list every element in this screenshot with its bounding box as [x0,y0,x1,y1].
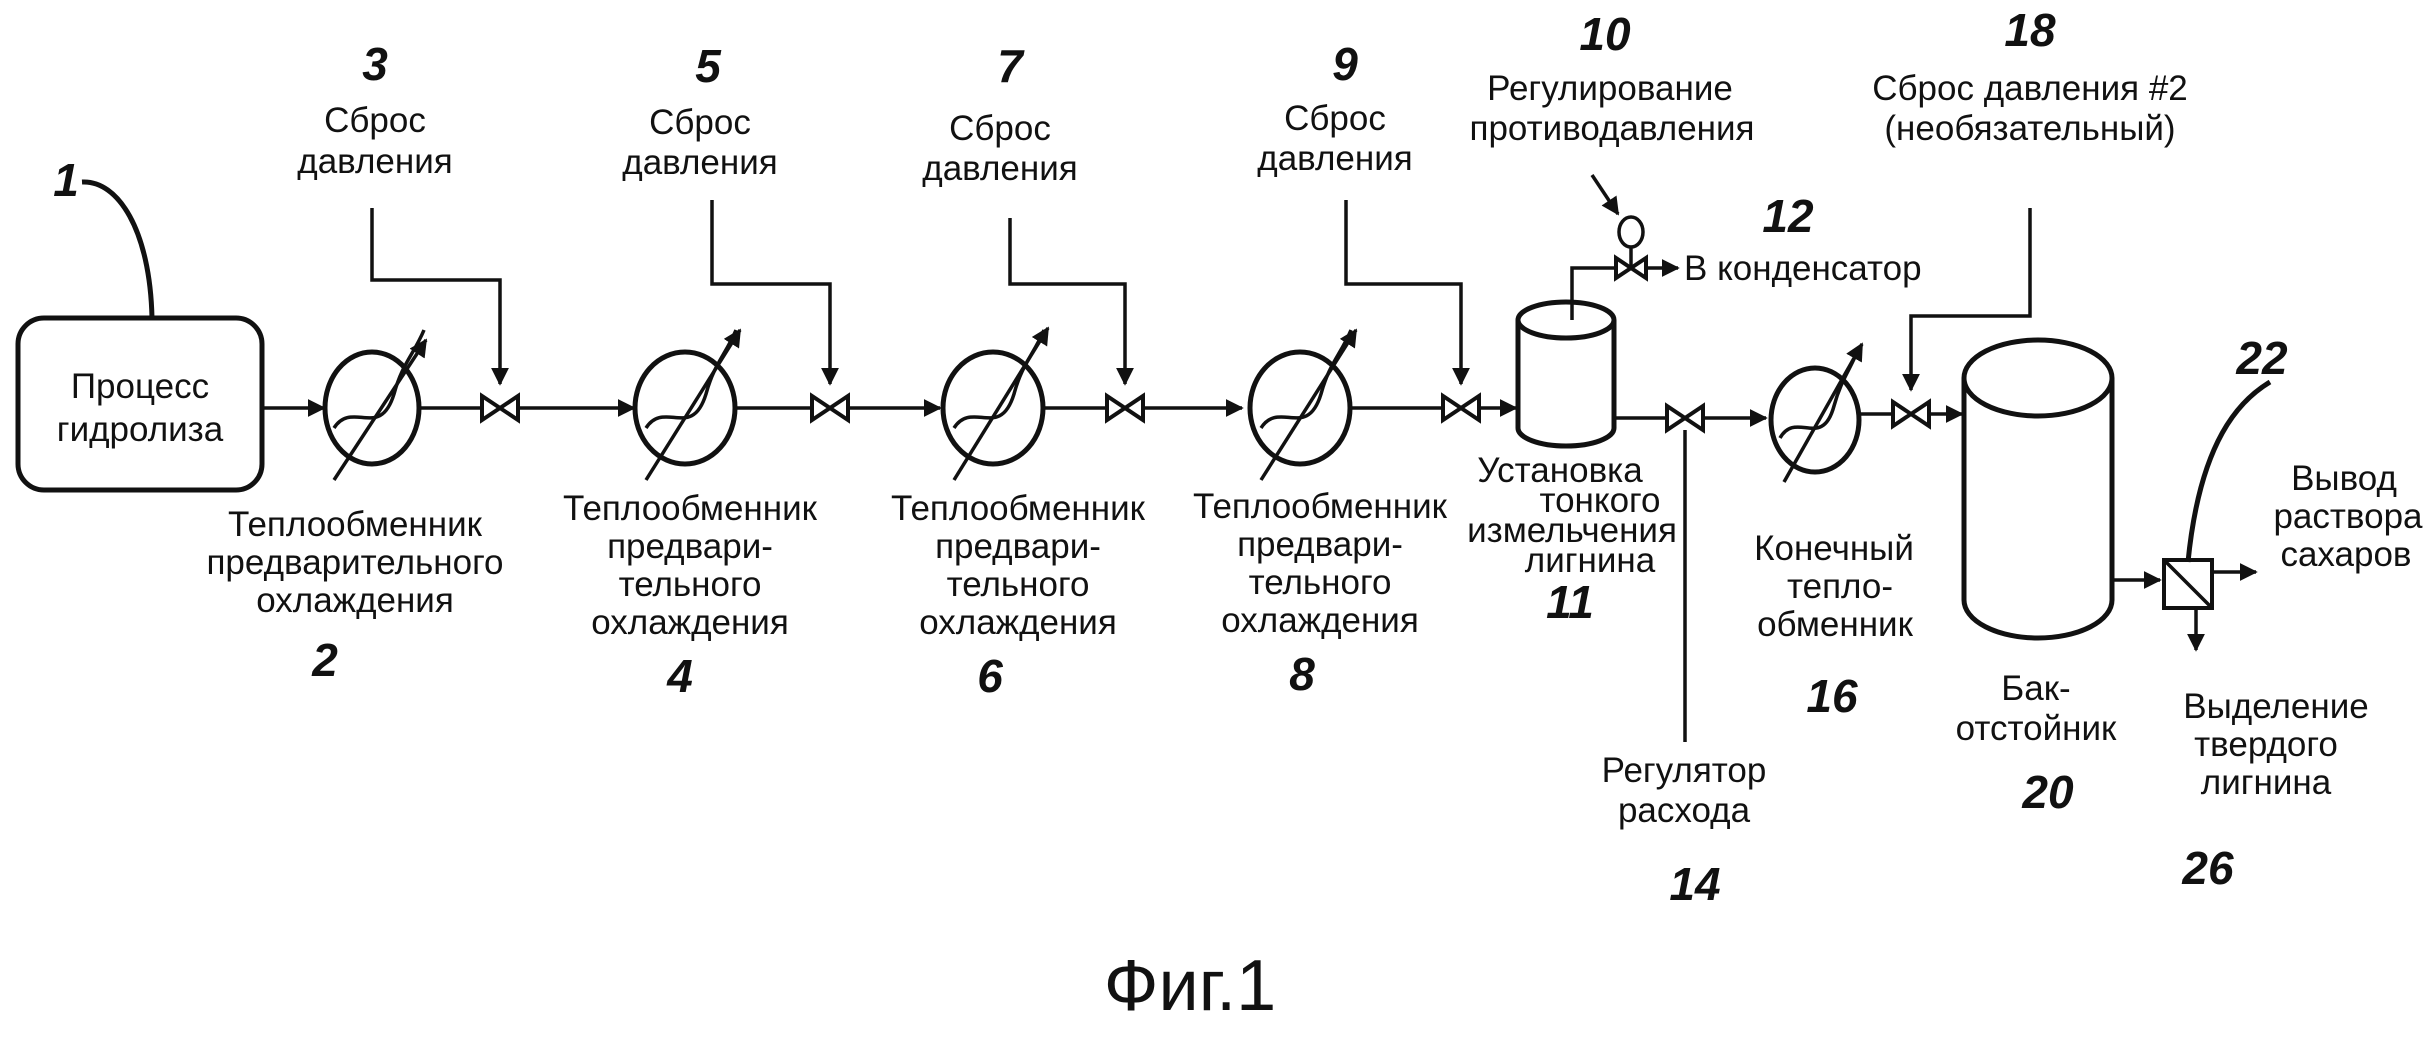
number-16: 16 [1806,670,1858,722]
number-7: 7 [997,40,1025,92]
hx6-label-line-4: охлаждения [919,603,1117,642]
number-2: 2 [311,634,338,686]
relief9-label-line-2: давления [1257,139,1412,178]
flow14-label-line-1: Регулятор [1602,751,1767,790]
number-22: 22 [2235,332,2288,384]
hx4-label-line-2: предвари- [607,527,773,566]
hx2-label-line-1: Теплообменник [228,505,483,544]
relief-line-7 [1008,218,1134,386]
flow14-label-line-2: расхода [1618,791,1751,830]
hx6-label-line-2: предвари- [935,527,1101,566]
number-11: 11 [1546,576,1594,628]
mill11-label-line-2: тонкого [1539,481,1660,520]
hx2-label-line-2: предварительного [206,543,503,582]
hydrolysis-process-box: Процесс гидролиза [15,315,265,493]
relief3-label-line-1: Сброс [324,101,426,140]
relief5-label-line-1: Сброс [649,103,751,142]
relief-valve-5 [810,392,850,424]
hydrolysis-label-line-1: Процесс [71,367,209,406]
condenser12-label: В конденсатор [1684,249,1922,288]
solid26-label-line-1: Выделение [2183,687,2368,726]
relief-line-18 [1902,208,2032,392]
lignin-fine-grinding-unit [1515,299,1617,449]
hx4-label-line-4: охлаждения [591,603,789,642]
hx16-label-line-2: тепло- [1787,567,1893,606]
figure-caption: Фиг.1 [1104,946,1276,1026]
number-12: 12 [1762,190,1814,242]
separation-filter [2162,558,2214,610]
relief3-label-line-2: давления [297,142,452,181]
relief-valve-3 [480,392,520,424]
leader-line-10 [1590,174,1620,216]
hx6-label-line-1: Теплообменник [891,489,1146,528]
backpressure10-label-line-2: противодавления [1470,109,1755,148]
number-3: 3 [362,38,388,90]
number-10: 10 [1579,8,1631,60]
leader-line-1 [81,179,155,319]
solid26-label-line-2: твердого [2194,725,2338,764]
number-6: 6 [977,650,1003,702]
relief5-label-line-2: давления [622,143,777,182]
hx6-label-line-3: тельного [947,565,1090,604]
number-4: 4 [666,650,693,702]
mill11-label-line-4: лигнина [1525,541,1656,580]
number-5: 5 [695,40,722,92]
solid26-label-line-3: лигнина [2201,763,2332,802]
vent-line-to-condenser [1570,266,1614,320]
tank20-label-line-2: отстойник [1956,709,2117,748]
hx2-label-line-3: охлаждения [256,581,454,620]
relief-line-5 [710,200,839,386]
number-26: 26 [2181,842,2234,894]
sugar22-label-line-3: сахаров [2280,535,2411,574]
number-14: 14 [1669,858,1720,910]
sugar22-label-line-1: Вывод [2291,459,2397,498]
back-pressure-valve [1614,215,1648,282]
relief7-label-line-1: Сброс [949,109,1051,148]
hx8-label-line-4: охлаждения [1221,601,1419,640]
pre-cooling-heat-exchanger-2 [322,329,428,481]
flow-regulator-valve [1665,402,1705,434]
number-8: 8 [1289,648,1315,700]
hx8-label-line-3: тельного [1249,563,1392,602]
final-heat-exchanger [1768,342,1864,483]
tank20-label-line-1: Бак- [2001,669,2070,708]
relief-valve-9 [1441,392,1481,424]
leader-line-22 [2185,379,2272,563]
relief18-label-line-2: (необязательный) [1884,109,2175,148]
relief-valve-7 [1105,392,1145,424]
hx4-label-line-1: Теплообменник [563,489,818,528]
hx16-label-line-1: Конечный [1754,529,1914,568]
pre-cooling-heat-exchanger-6 [940,326,1050,481]
mill11-label-line-1: Установка [1477,451,1643,490]
mill11-label-line-3: измельчения [1467,511,1677,550]
hx16-label-line-3: обменник [1757,605,1913,644]
backpressure10-label-line-1: Регулирование [1487,69,1733,108]
number-20: 20 [2021,766,2074,818]
settling-tank [1961,337,2115,641]
relief-line-3 [370,208,509,386]
number-9: 9 [1332,38,1358,90]
hx8-label-line-2: предвари- [1237,525,1403,564]
hydrolysis-label-line-2: гидролиза [57,410,224,449]
back-pressure-regulator-icon [1617,215,1645,249]
pre-cooling-heat-exchanger-8 [1247,328,1358,481]
pre-cooling-heat-exchanger-4 [632,328,742,481]
relief-line-9 [1344,200,1470,386]
number-1: 1 [53,154,79,206]
main-process-line [262,399,2162,589]
number-18: 18 [2004,4,2056,56]
relief9-label-line-1: Сброс [1284,99,1386,138]
relief7-label-line-2: давления [922,149,1077,188]
hx8-label-line-1: Теплообменник [1193,487,1448,526]
sugar22-label-line-2: раствора [2273,497,2423,536]
hx4-label-line-3: тельного [619,565,762,604]
relief-valve-18 [1891,398,1931,430]
relief18-label-line-1: Сброс давления #2 [1872,69,2188,108]
